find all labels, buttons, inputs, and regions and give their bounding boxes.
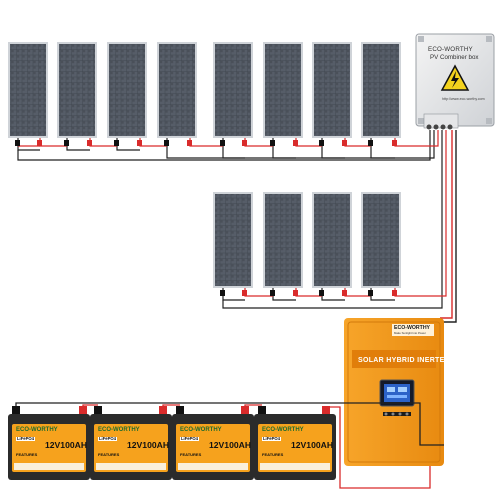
- battery: [172, 414, 254, 480]
- inverter-subtitle: Make Sunlight Into Power: [394, 331, 426, 335]
- inverter-button[interactable]: [405, 412, 409, 416]
- solar-panel: [57, 42, 97, 138]
- inverter-button[interactable]: [391, 412, 395, 416]
- battery-brand: ECO-WORTHY: [98, 427, 140, 433]
- top-panel-row: [8, 42, 401, 138]
- battery-terminals: [12, 406, 330, 414]
- solar-panel: [263, 42, 303, 138]
- pv-combiner-box: [415, 33, 495, 130]
- battery-features-label: FEATURES: [262, 452, 284, 457]
- solar-panel: [8, 42, 48, 138]
- battery-brand: ECO-WORTHY: [16, 427, 58, 433]
- battery-row: [8, 414, 336, 480]
- battery-model: 12V100AH: [209, 440, 252, 450]
- lightning-icon: [451, 71, 459, 88]
- battery-features-label: FEATURES: [98, 452, 120, 457]
- combiner-name: PV Combiner box: [430, 54, 479, 61]
- inverter-brand: ECO-WORTHY: [394, 325, 431, 331]
- combiner-output-wires: [440, 130, 457, 323]
- battery-brand: ECO-WORTHY: [180, 427, 222, 433]
- solar-panel: [107, 42, 147, 138]
- solar-panel: [157, 42, 197, 138]
- battery-model: 12V100AH: [45, 440, 88, 450]
- battery-model: 12V100AH: [291, 440, 334, 450]
- solar-panel: [213, 42, 253, 138]
- combiner-brand: ECO-WORTHY: [428, 46, 473, 53]
- inverter-button[interactable]: [384, 412, 388, 416]
- battery-chemistry: LiFePO4: [262, 436, 281, 442]
- middle-row-connectors: [220, 290, 397, 296]
- battery: [8, 414, 90, 480]
- solar-panel: [361, 42, 401, 138]
- battery-chemistry: LiFePO4: [16, 436, 35, 442]
- battery: [254, 414, 336, 480]
- inverter-button[interactable]: [398, 412, 402, 416]
- top-row-connectors: [15, 140, 397, 146]
- battery-chemistry: LiFePO4: [98, 436, 117, 442]
- combiner-url: http://www.eco-worthy.com: [442, 97, 485, 101]
- battery-model: 12V100AH: [127, 440, 170, 450]
- solar-panel: [361, 192, 401, 288]
- battery-brand: ECO-WORTHY: [262, 427, 304, 433]
- battery-chemistry: LiFePO4: [180, 436, 199, 442]
- battery: [90, 414, 172, 480]
- solar-panel: [312, 42, 352, 138]
- middle-panel-row: [213, 192, 401, 288]
- battery-features-label: FEATURES: [16, 452, 38, 457]
- inverter-title: SOLAR HYBRID INERTER: [358, 357, 450, 364]
- solar-hybrid-inverter: [344, 318, 444, 466]
- battery-features-label: FEATURES: [180, 452, 202, 457]
- solar-panel: [312, 192, 352, 288]
- solar-panel: [213, 192, 253, 288]
- solar-panel: [263, 192, 303, 288]
